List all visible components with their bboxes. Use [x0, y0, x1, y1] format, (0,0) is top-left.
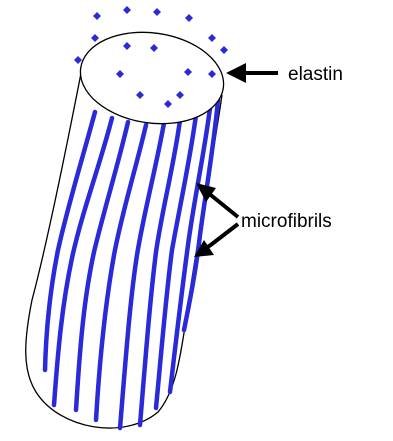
elastin-dot: [74, 56, 82, 64]
elastin-dot: [185, 14, 193, 22]
elastin-dot: [93, 12, 101, 20]
elastin-dot: [153, 8, 161, 16]
elastin-dot: [220, 46, 228, 54]
elastin-dot: [208, 34, 216, 42]
microfibrils-label: microfibrils: [241, 211, 332, 232]
elastin-dot: [123, 6, 131, 14]
elastin-dot: [91, 34, 99, 42]
elastin-arrow: [226, 63, 278, 83]
elastin-label: elastin: [288, 64, 343, 85]
